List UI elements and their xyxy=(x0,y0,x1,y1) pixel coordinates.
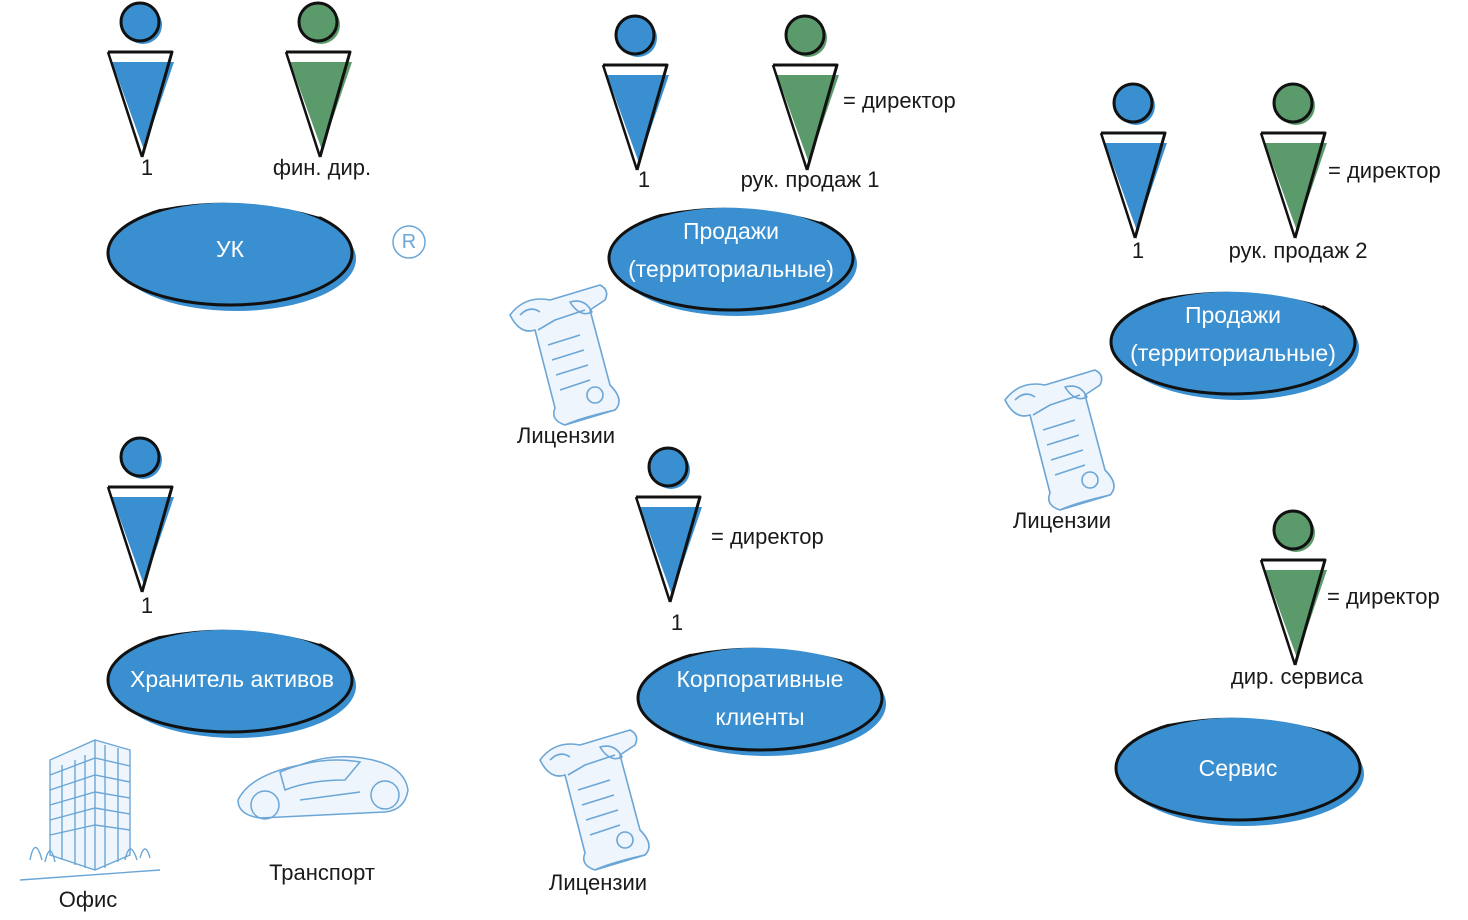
sales2-person-icon xyxy=(1099,82,1169,240)
assets-person-icon xyxy=(106,436,176,594)
assets-unit-title: Хранитель активов xyxy=(129,666,335,692)
office-label: Офис xyxy=(58,887,118,912)
uk-fin-director-label: фин. дир. xyxy=(272,155,372,180)
corporate-count-label: 1 xyxy=(670,610,684,635)
registered-mark: R xyxy=(401,231,417,253)
sales2-unit-line1: Продажи xyxy=(1184,302,1282,328)
office-building-icon xyxy=(19,739,161,881)
sales2-director-label: = директор xyxy=(1328,158,1441,183)
uk-unit-title: УК xyxy=(215,236,245,262)
license-label: Лицензии xyxy=(516,423,616,448)
registered-mark-icon xyxy=(392,225,426,259)
sales2-head-icon xyxy=(1259,82,1329,240)
corporate-director-label: = директор xyxy=(711,524,824,549)
sales1-unit-line2: (территориальные) xyxy=(628,256,834,282)
service-head-label: дир. сервиса xyxy=(1230,664,1364,689)
corporate-unit-line2: клиенты xyxy=(715,704,805,730)
sales1-unit-line1: Продажи xyxy=(682,218,780,244)
sales1-head-label: рук. продаж 1 xyxy=(740,167,880,192)
service-director-label: = директор xyxy=(1327,584,1440,609)
transport-label: Транспорт xyxy=(269,860,375,885)
sales2-unit-title: Продажи (территориальные) xyxy=(1130,296,1336,372)
sales1-unit-title: Продажи (территориальные) xyxy=(628,212,834,288)
sales1-director-label: = директор xyxy=(843,88,956,113)
uk-count-label: 1 xyxy=(140,155,154,180)
license-scroll-icon xyxy=(539,729,650,871)
uk-person-icon xyxy=(106,1,176,159)
sales2-count-label: 1 xyxy=(1131,238,1145,263)
uk-fin-director-icon xyxy=(284,1,354,159)
sales1-person-icon xyxy=(601,14,671,172)
license-scroll-icon xyxy=(1004,369,1115,511)
sales1-head-icon xyxy=(771,14,841,172)
sales2-head-label: рук. продаж 2 xyxy=(1228,238,1368,263)
corporate-person-icon xyxy=(634,446,704,604)
sales1-count-label: 1 xyxy=(637,167,651,192)
license-label: Лицензии xyxy=(1012,508,1112,533)
sales2-unit-line2: (территориальные) xyxy=(1130,340,1336,366)
assets-count-label: 1 xyxy=(140,593,154,618)
corporate-unit-line1: Корпоративные xyxy=(676,666,844,692)
license-label: Лицензии xyxy=(548,870,648,895)
service-head-icon xyxy=(1259,509,1329,667)
corporate-unit-title: Корпоративные клиенты xyxy=(677,660,844,736)
license-scroll-icon xyxy=(509,284,620,426)
service-unit-title: Сервис xyxy=(1198,755,1278,781)
car-sketch-icon xyxy=(237,755,409,820)
